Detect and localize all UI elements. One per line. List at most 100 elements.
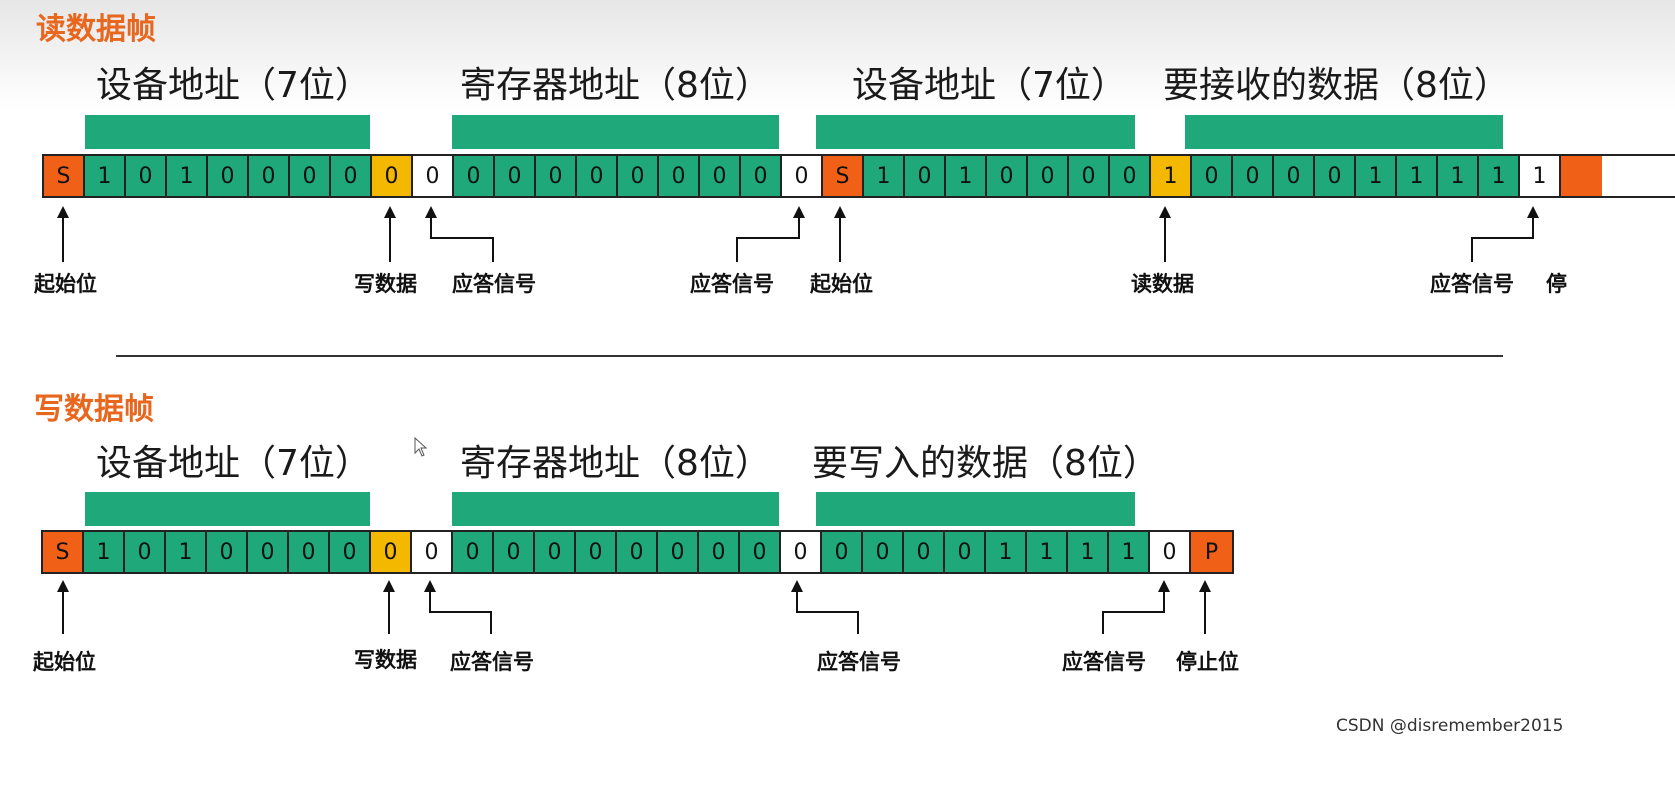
- read-note-read-data: 读数据: [1131, 272, 1194, 296]
- read-bit-cell-data: 0: [536, 156, 577, 196]
- read-bit-cell-data: 0: [126, 156, 167, 196]
- write-field-bar-write-data: [816, 492, 1135, 526]
- write-bit-cell-data: 0: [248, 532, 289, 572]
- write-bit-cell-data: 0: [658, 532, 699, 572]
- write-bit-cell-data: 0: [494, 532, 535, 572]
- write-frame-arrows: [57, 580, 1211, 634]
- write-field-label-device-address: 设备地址（7位）: [96, 443, 371, 484]
- write-field-label-write-data: 要写入的数据（8位）: [812, 443, 1159, 484]
- read-bit-cell-data: 0: [1315, 156, 1356, 196]
- write-bit-cell-ack: 0: [781, 532, 822, 572]
- read-bit-cell-data: 1: [1438, 156, 1479, 196]
- csdn-watermark: CSDN @disremember2015: [1336, 716, 1564, 736]
- read-bit-cell-data: 0: [1274, 156, 1315, 196]
- read-bit-cell-data: 0: [331, 156, 372, 196]
- read-bit-cell-rw: 0: [372, 156, 413, 196]
- write-bit-cell-data: 0: [863, 532, 904, 572]
- read-field-bar-register-address: [452, 115, 779, 149]
- read-bit-cell-data: 0: [1192, 156, 1233, 196]
- write-bit-cell-data: 1: [1027, 532, 1068, 572]
- write-bit-cell-data: 0: [822, 532, 863, 572]
- write-bit-cell-data: 0: [740, 532, 781, 572]
- read-bit-cell-data: 0: [1028, 156, 1069, 196]
- read-bit-cell-data: 1: [1397, 156, 1438, 196]
- write-note-ack-2: 应答信号: [817, 650, 901, 674]
- read-bit-cell-start: S: [823, 156, 864, 196]
- read-bit-cell-data: 0: [577, 156, 618, 196]
- read-bit-cell-data: 1: [167, 156, 208, 196]
- write-note-ack-3: 应答信号: [1062, 650, 1146, 674]
- read-bit-cell-data: 0: [1110, 156, 1151, 196]
- read-bit-cell-data: 0: [1233, 156, 1274, 196]
- write-bit-cell-data: 0: [289, 532, 330, 572]
- read-bit-cell-data: 0: [495, 156, 536, 196]
- read-field-label-device-address-2: 设备地址（7位）: [852, 65, 1127, 106]
- read-bit-cell-data: 0: [741, 156, 782, 196]
- read-bit-cell-data: 1: [1356, 156, 1397, 196]
- write-bit-cell-data: 1: [1068, 532, 1109, 572]
- write-bit-cell-rw: 0: [371, 532, 412, 572]
- top-shading: [0, 0, 1675, 110]
- read-bit-cell-start: S: [44, 156, 85, 196]
- write-bit-cell-data: 1: [166, 532, 207, 572]
- write-bit-cell-start: S: [43, 532, 84, 572]
- read-note-write-data: 写数据: [354, 272, 417, 296]
- read-bit-cell-data: 0: [987, 156, 1028, 196]
- read-field-label-device-address: 设备地址（7位）: [96, 65, 371, 106]
- write-frame-title: 写数据帧: [34, 392, 154, 427]
- read-note-start-bit: 起始位: [34, 272, 97, 296]
- write-field-label-register-address: 寄存器地址（8位）: [460, 443, 771, 484]
- write-note-write-data: 写数据: [354, 648, 417, 672]
- read-field-bar-device-address: [85, 115, 370, 149]
- write-bit-cell-data: 1: [1109, 532, 1150, 572]
- write-bit-cell-data: 1: [986, 532, 1027, 572]
- write-note-stop-bit: 停止位: [1176, 650, 1239, 674]
- write-bit-cell-data: 0: [125, 532, 166, 572]
- read-bit-cell-data: 0: [249, 156, 290, 196]
- read-bit-cell-data: 1: [1479, 156, 1520, 196]
- read-note-ack-1: 应答信号: [452, 272, 536, 296]
- read-note-ack-2: 应答信号: [690, 272, 774, 296]
- write-bit-cell-data: 1: [84, 532, 125, 572]
- read-field-label-receive-data: 要接收的数据（8位）: [1163, 65, 1510, 106]
- write-bit-cell-ack: 0: [412, 532, 453, 572]
- write-bit-cell-stop: P: [1191, 532, 1232, 572]
- read-bit-cell-data: 0: [208, 156, 249, 196]
- read-bit-cell-data: 0: [659, 156, 700, 196]
- write-bit-cell-data: 0: [945, 532, 986, 572]
- write-bit-cell-data: 0: [904, 532, 945, 572]
- read-field-bar-receive-data: [1185, 115, 1503, 149]
- write-bit-cell-data: 0: [576, 532, 617, 572]
- read-bit-cell-data: 1: [864, 156, 905, 196]
- read-bit-cell-data: 0: [700, 156, 741, 196]
- read-bit-cell-data: 1: [85, 156, 126, 196]
- write-field-bar-device-address: [85, 492, 370, 526]
- read-frame-title: 读数据帧: [36, 12, 156, 47]
- read-note-start-bit-2: 起始位: [810, 272, 873, 296]
- frame-divider: [116, 355, 1503, 357]
- write-bit-cell-data: 0: [330, 532, 371, 572]
- read-bit-cell-ack: 0: [782, 156, 823, 196]
- read-bit-cell-data: 1: [946, 156, 987, 196]
- write-bit-cell-data: 0: [535, 532, 576, 572]
- read-bit-cell-stop: [1561, 156, 1602, 196]
- read-bit-cell-ack: 0: [413, 156, 454, 196]
- write-note-ack-1: 应答信号: [450, 650, 534, 674]
- read-frame-arrows: [57, 206, 1539, 262]
- read-field-bar-device-address-2: [816, 115, 1135, 149]
- read-field-label-register-address: 寄存器地址（8位）: [460, 65, 771, 106]
- read-bit-cell-rw: 1: [1151, 156, 1192, 196]
- write-bit-cell-ack: 0: [1150, 532, 1191, 572]
- write-bit-cell-data: 0: [699, 532, 740, 572]
- write-bit-cell-data: 0: [617, 532, 658, 572]
- write-note-start-bit: 起始位: [33, 650, 96, 674]
- read-bit-cell-data: 0: [905, 156, 946, 196]
- read-bit-cell-ack: 1: [1520, 156, 1561, 196]
- read-bit-cell-data: 0: [290, 156, 331, 196]
- read-note-ack-3: 应答信号: [1430, 272, 1514, 296]
- mouse-cursor-icon: [414, 437, 428, 457]
- read-note-stop-partial: 停: [1546, 272, 1567, 296]
- read-bit-cell-data: 0: [454, 156, 495, 196]
